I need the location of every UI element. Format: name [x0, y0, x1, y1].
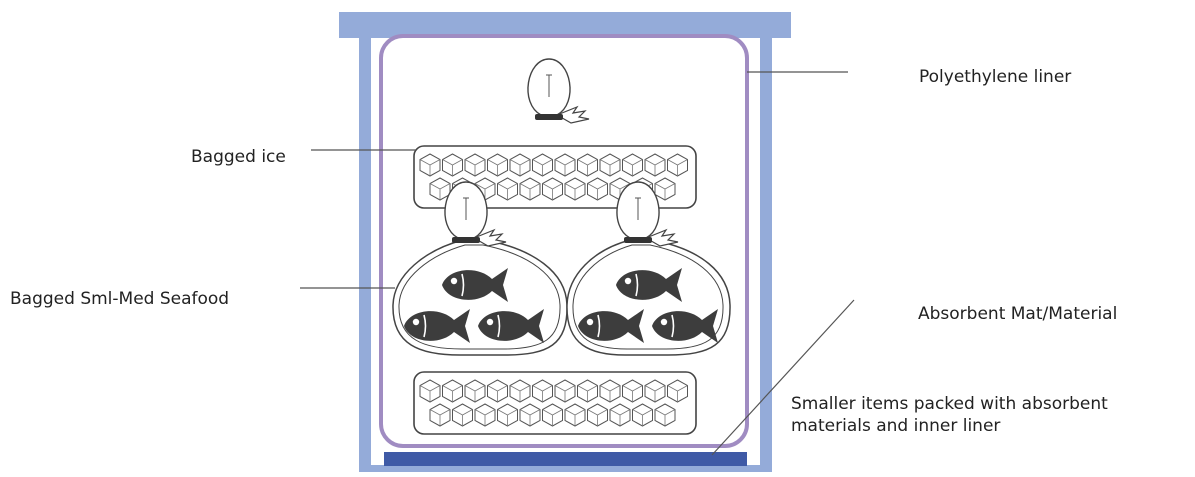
ice-cube-icon: [554, 153, 576, 177]
label-polyethylene-liner: Polyethylene liner: [919, 67, 1072, 87]
absorbent-mat: [384, 452, 747, 466]
ice-cube-icon: [577, 153, 598, 177]
seafood-bag-right: [566, 181, 731, 356]
label-bagged-ice: Bagged ice: [191, 147, 286, 167]
ice-cube-icon: [487, 153, 508, 177]
ice-cube-icon: [542, 403, 563, 427]
ice-cube-icon: [429, 403, 451, 427]
ice-cube-icon: [419, 379, 441, 403]
ice-cube-icon: [599, 379, 621, 403]
label-smaller-items-line1: Smaller items packed with absorbent: [791, 394, 1108, 414]
box-bottom: [359, 465, 772, 472]
ice-cube-icon: [497, 403, 518, 427]
label-smaller-items: Smaller items packed with absorbent mate…: [791, 393, 1108, 437]
box-right-wall: [760, 38, 772, 472]
ice-cube-icon: [667, 379, 688, 403]
leader-absorbent-mat: [711, 299, 855, 456]
ice-cube-icon: [554, 379, 576, 403]
ice-cube-icon: [497, 177, 518, 201]
bottom-ice-bag: [413, 371, 697, 435]
box-lid: [339, 12, 791, 38]
ice-cube-icon: [654, 177, 676, 201]
ice-cube-icon: [474, 403, 496, 427]
ice-cube-icon: [487, 379, 508, 403]
ice-cube-icon: [654, 403, 676, 427]
ice-cube-icon: [587, 403, 608, 427]
ice-cube-icon: [542, 177, 563, 201]
ice-cube-icon: [577, 379, 598, 403]
ice-cube-icon: [564, 403, 586, 427]
bag-tie-icon: [527, 58, 590, 124]
ice-cube-icon: [632, 403, 653, 427]
ice-cube-icon: [609, 403, 631, 427]
ice-cube-icon: [644, 153, 666, 177]
ice-cube-icon: [564, 177, 586, 201]
shipping-box: [339, 12, 791, 472]
ice-cube-icon: [667, 153, 688, 177]
seafood-bag-left: [392, 181, 568, 356]
ice-cube-icon: [532, 153, 553, 177]
ice-cube-icon: [464, 153, 486, 177]
ice-cube-icon: [519, 177, 541, 201]
ice-cube-icon: [429, 177, 451, 201]
ice-cube-icon: [509, 379, 531, 403]
ice-cube-icon: [644, 379, 666, 403]
ice-cube-icon: [419, 153, 441, 177]
ice-cube-icon: [599, 153, 621, 177]
ice-cube-icon: [532, 379, 553, 403]
ice-cube-icon: [442, 153, 463, 177]
ice-cube-icon: [519, 403, 541, 427]
box-left-wall: [359, 38, 371, 472]
ice-cube-icon: [464, 379, 486, 403]
ice-cube-icon: [509, 153, 531, 177]
ice-cube-icon: [442, 379, 463, 403]
label-bagged-seafood: Bagged Sml-Med Seafood: [10, 289, 230, 309]
ice-cube-icon: [622, 379, 643, 403]
ice-cube-icon: [452, 403, 473, 427]
polyethylene-liner: [379, 34, 749, 448]
label-smaller-items-line2: materials and inner liner: [791, 416, 1001, 436]
leader-lines: [300, 71, 855, 456]
ice-cube-icon: [622, 153, 643, 177]
ice-cube-icon: [587, 177, 608, 201]
label-absorbent-mat: Absorbent Mat/Material: [918, 304, 1118, 324]
